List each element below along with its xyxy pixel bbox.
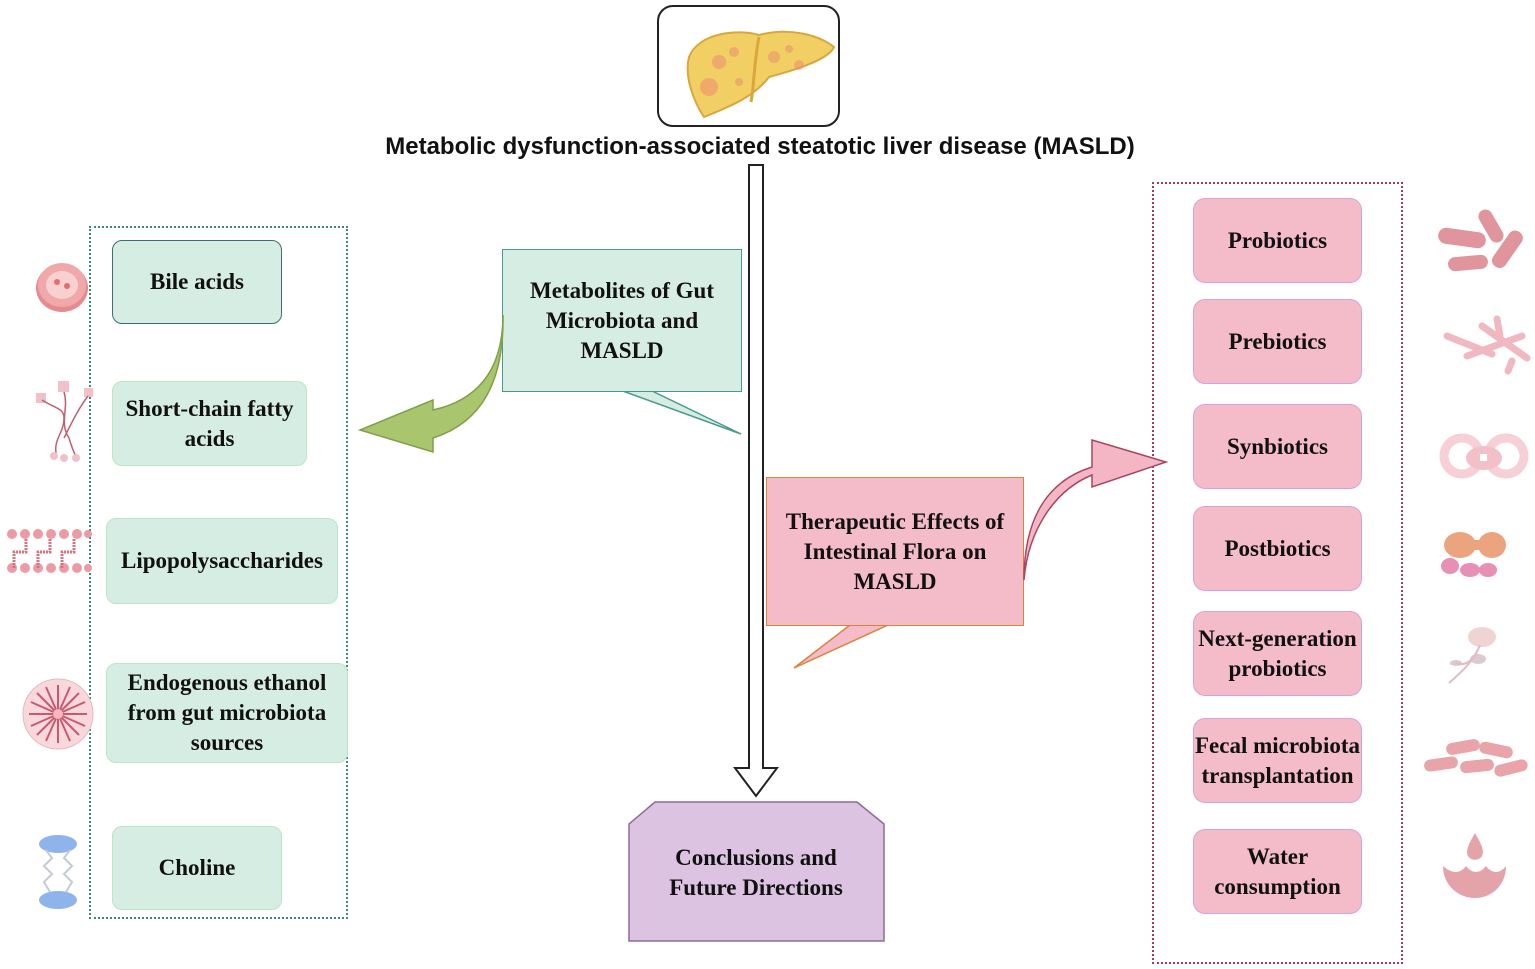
central-down-arrow <box>733 164 779 798</box>
metabolite-item[interactable]: Endogenous ethanol from gut microbiota s… <box>106 663 348 763</box>
lipopolysaccharide-chain-icon <box>7 529 92 573</box>
synbiotic-rings-icon <box>1439 433 1529 479</box>
therapeutic-group <box>1152 182 1403 964</box>
main-title: Metabolic dysfunction-associated steatot… <box>385 133 1135 160</box>
bacteria-rods-icon <box>1438 209 1523 272</box>
postbiotic-cluster-icon <box>1441 532 1506 577</box>
curved-arrow-to-therapies <box>1023 438 1169 581</box>
metabolite-item[interactable]: Choline <box>112 826 282 910</box>
therapy-item[interactable]: Postbiotics <box>1193 506 1362 591</box>
metabolite-item[interactable]: Bile acids <box>112 240 282 324</box>
metabolite-item[interactable]: Lipopolysaccharides <box>106 518 338 604</box>
therapeutic-callout-tail <box>793 624 889 669</box>
conclusion-box[interactable]: Conclusions and Future Directions <box>669 845 843 900</box>
liver-image-frame <box>657 5 840 127</box>
metabolite-item[interactable]: Short-chain fatty acids <box>112 381 307 466</box>
prebiotic-fiber-icon <box>1443 315 1531 375</box>
therapy-item[interactable]: Water consumption <box>1193 829 1362 914</box>
therapy-item[interactable]: Probiotics <box>1193 198 1362 283</box>
fatty-acid-molecule-icon <box>36 381 93 462</box>
micelle-icon <box>22 678 94 750</box>
therapy-item[interactable]: Prebiotics <box>1193 299 1362 384</box>
metabolites-section-callout[interactable]: Metabolites of Gut Microbiota and MASLD <box>502 249 742 392</box>
water-drop-icon <box>1443 833 1506 898</box>
curved-arrow-to-metabolites <box>357 314 504 454</box>
therapeutic-section-callout[interactable]: Therapeutic Effects of Intestinal Flora … <box>766 477 1024 626</box>
metabolites-group <box>89 226 348 919</box>
microbiota-cells-icon <box>1424 739 1528 777</box>
conclusion-shape <box>628 801 885 942</box>
therapy-item[interactable]: Next-generation probiotics <box>1193 611 1362 696</box>
bile-acid-icon <box>36 263 88 312</box>
liver-icon <box>686 30 836 119</box>
flagellated-bacteria-icon <box>1448 627 1496 684</box>
therapy-item[interactable]: Fecal microbiota transplantation <box>1193 718 1362 803</box>
choline-molecule-icon <box>39 835 77 909</box>
therapy-item[interactable]: Synbiotics <box>1193 404 1362 489</box>
